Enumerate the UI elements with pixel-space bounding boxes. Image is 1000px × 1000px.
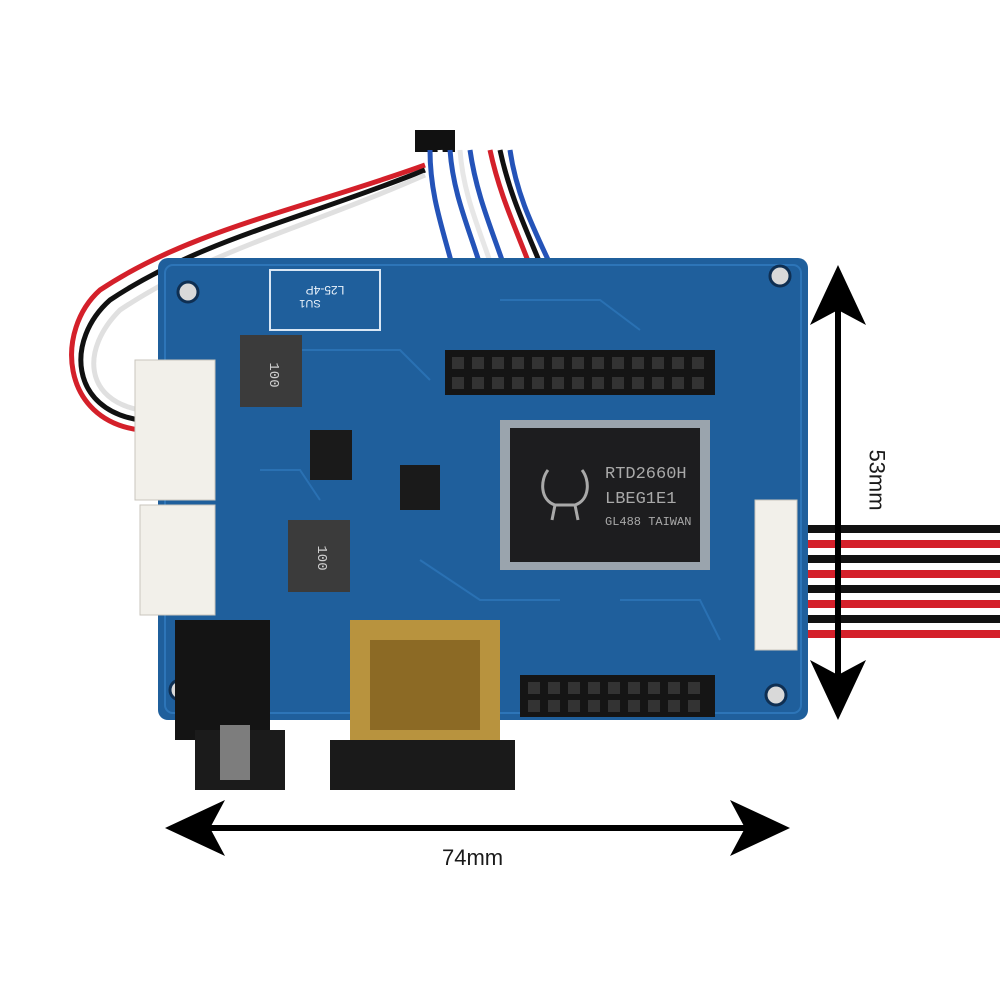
traces <box>260 299 721 641</box>
left-connector-top <box>134 359 216 501</box>
small-ic <box>400 465 440 510</box>
bottom-header <box>520 675 715 717</box>
top-header <box>445 350 715 395</box>
right-connector <box>754 499 798 651</box>
regulator <box>310 430 352 480</box>
power-jack <box>175 620 285 790</box>
hdmi-port <box>330 620 515 790</box>
power-cable <box>54 157 427 443</box>
crab-logo-icon <box>541 469 589 521</box>
connector-silk-label: L25-4P <box>306 283 345 297</box>
inductor-1-label: 100 <box>265 362 281 387</box>
left-connector-bottom <box>139 504 216 616</box>
width-dimension-arrow <box>165 800 790 856</box>
width-dimension-label: 74mm <box>442 845 504 870</box>
inductor-2-label: 100 <box>313 545 329 570</box>
jumper-silk-label: SU1 <box>299 297 320 309</box>
height-dimension-label: 53mm <box>864 449 890 511</box>
main-chip: RTD2660H LBEG1E1 GL488 TAIWAN <box>500 420 710 570</box>
height-dimension-arrow <box>810 265 866 720</box>
chip-line-2: LBEG1E1 <box>605 490 676 509</box>
right-cable <box>800 525 1000 638</box>
chip-line-1: RTD2660H <box>605 465 687 484</box>
inductor-1 <box>240 335 302 407</box>
chip-line-3: GL488 TAIWAN <box>605 515 691 529</box>
inductor-2 <box>288 520 350 592</box>
